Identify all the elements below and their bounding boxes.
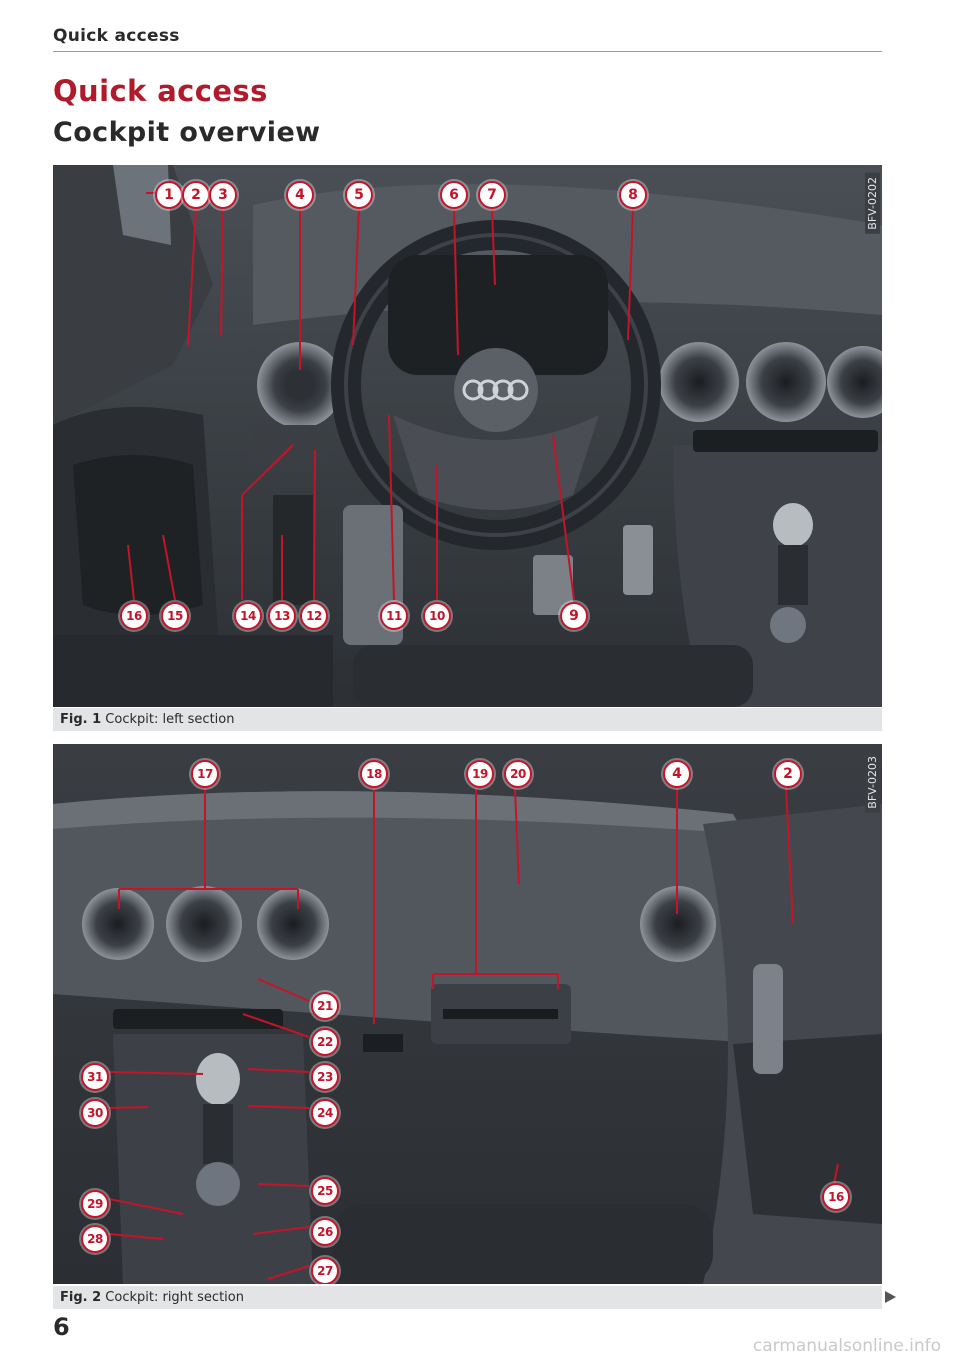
- figure-2-label: Fig. 2: [60, 1290, 102, 1305]
- callout-leader-lines: [108, 787, 839, 1280]
- header-rule: [53, 51, 882, 52]
- section-title: Quick access: [53, 74, 268, 108]
- figure-code: BFV-0202: [865, 173, 880, 234]
- figure-1-label: Fig. 1: [60, 712, 102, 727]
- callout-leader-lines: [127, 192, 634, 601]
- figure-2-cockpit-right: BFV-0203 17 18 19 20 4 2 21 22 23 24 31 …: [53, 744, 882, 1284]
- figure-2-caption: Fig. 2 Cockpit: right section: [53, 1286, 896, 1309]
- figure-1-cockpit-left: BFV-0202 1 2 3 4 5 6 7 8 9 10 11 12 13 1…: [53, 165, 882, 707]
- cockpit-right-illustration: [53, 744, 882, 1284]
- running-head: Quick access: [53, 26, 180, 46]
- figure-1-caption: Fig. 1 Cockpit: left section: [53, 708, 882, 731]
- figure-2-caption-text: Cockpit: right section: [105, 1290, 244, 1305]
- page-number: 6: [53, 1313, 70, 1341]
- figure-1-caption-text: Cockpit: left section: [105, 712, 235, 727]
- continue-arrow-icon: [885, 1291, 896, 1303]
- subsection-title: Cockpit overview: [53, 117, 321, 148]
- watermark: carmanualsonline.info: [752, 1336, 941, 1356]
- figure-code: BFV-0203: [865, 752, 880, 813]
